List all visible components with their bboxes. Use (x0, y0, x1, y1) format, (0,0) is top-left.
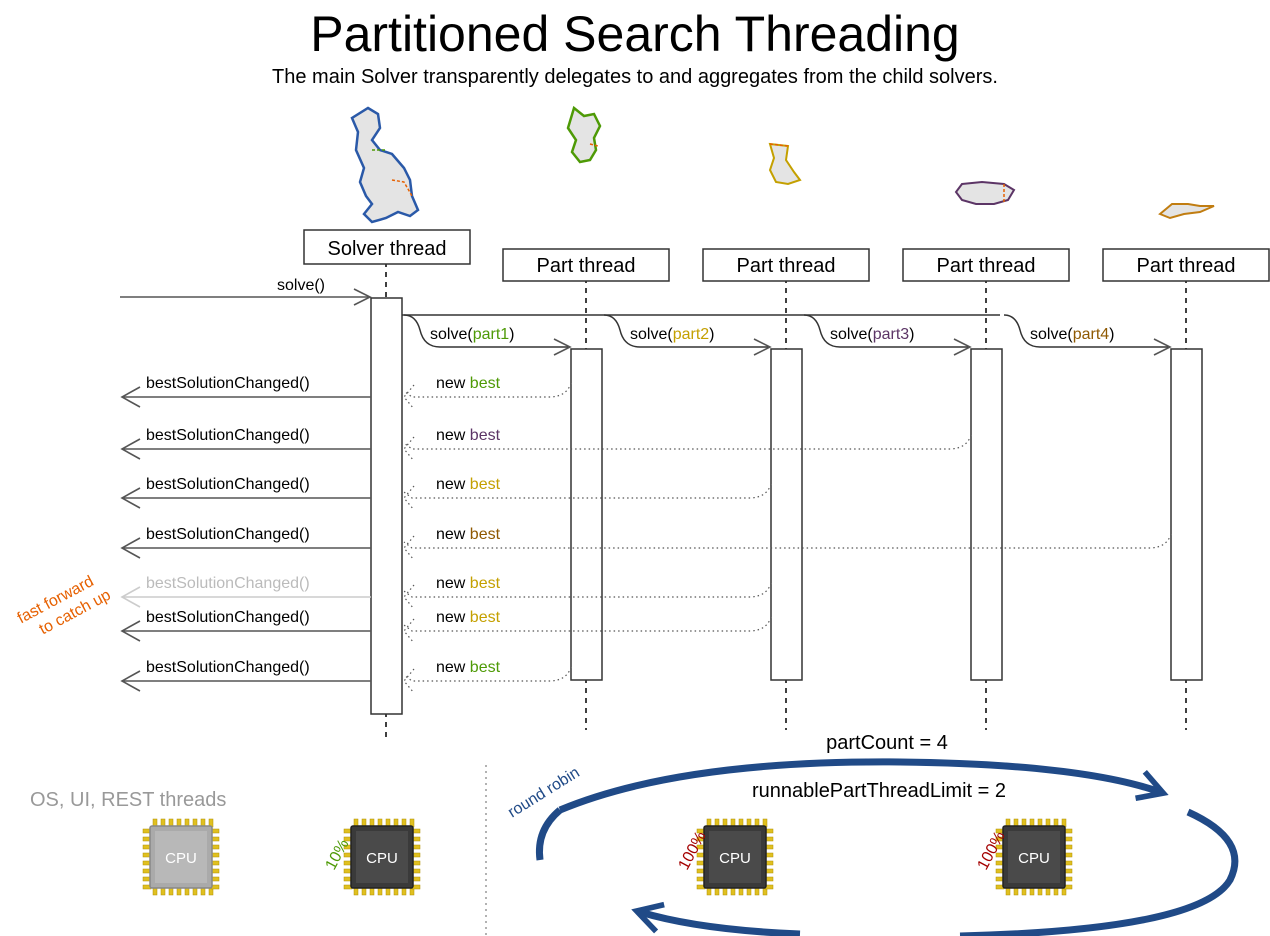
runnable-limit-label: runnablePartThreadLimit = 2 (752, 780, 1006, 802)
dispatch-arrow-part2 (603, 314, 772, 356)
callback-label: bestSolutionChanged() (146, 375, 310, 392)
result-arrowhead (403, 485, 415, 511)
part4-activation-bar (1170, 348, 1203, 681)
event-row: bestSolutionChanged() new best (120, 476, 772, 511)
part-thread-box-2: Part thread (702, 248, 870, 282)
dispatch-label-4: solve(part4) (1030, 326, 1114, 343)
round-robin-label: round robin (505, 764, 583, 821)
fast-forward-note: fast forward to catch up (15, 573, 114, 638)
uk-map-icon (350, 106, 420, 224)
event-row: bestSolutionChanged() new best (120, 375, 572, 410)
part-count-label: partCount = 4 (826, 732, 948, 754)
callback-label: bestSolutionChanged() (146, 609, 310, 626)
result-arrowhead (403, 584, 415, 610)
callback-arrowhead (120, 670, 141, 692)
new-best-label: new best (436, 526, 501, 543)
result-arrowhead (403, 384, 415, 410)
callback-arrowhead (120, 620, 141, 642)
cpu-icon: CPU (142, 818, 220, 896)
new-best-label: new best (436, 427, 501, 444)
south-coast-map-icon (1158, 203, 1215, 220)
part2-name: part2 (673, 326, 710, 343)
dispatch-arrows (402, 314, 1172, 356)
part3-name: part3 (873, 326, 910, 343)
diagram-subtitle: The main Solver transparently delegates … (272, 66, 998, 88)
result-arrowhead (403, 535, 415, 561)
dispatch-arrow-part4 (1003, 314, 1172, 356)
cpu-label: CPU (1018, 850, 1050, 867)
event-row: bestSolutionChanged() new best (120, 526, 1172, 561)
part1-name: part1 (473, 326, 510, 343)
solver-activation-bar (370, 297, 403, 715)
part-thread-box-3: Part thread (902, 248, 1070, 282)
callback-label: bestSolutionChanged() (146, 659, 310, 676)
diagram-title: Partitioned Search Threading (310, 6, 960, 62)
new-best-label: new best (436, 575, 501, 592)
os-threads-label: OS, UI, REST threads (30, 789, 226, 811)
cpu-label: CPU (719, 850, 751, 867)
callback-label: bestSolutionChanged() (146, 476, 310, 493)
part1-activation-bar (570, 348, 603, 681)
scotland-map-icon (566, 105, 602, 164)
part-thread-label-4: Part thread (1137, 255, 1236, 277)
south-england-map-icon (954, 180, 1016, 205)
new-best-label: new best (436, 375, 501, 392)
dispatch-label-3: solve(part3) (830, 326, 914, 343)
event-row: bestSolutionChanged() new best (120, 659, 572, 694)
callback-label: bestSolutionChanged() (146, 526, 310, 543)
part-thread-label-2: Part thread (737, 255, 836, 277)
solver-thread-box: Solver thread (303, 229, 471, 265)
solve-call-label: solve() (277, 277, 325, 294)
part2-activation-bar (770, 348, 803, 681)
event-row: bestSolutionChanged() new best (120, 575, 772, 610)
solver-thread-label: Solver thread (328, 238, 447, 260)
event-rows: bestSolutionChanged()new bestbestSolutio… (120, 375, 1172, 694)
callback-arrowhead (120, 537, 141, 559)
part-thread-box-1: Part thread (502, 248, 670, 282)
new-best-label: new best (436, 609, 501, 626)
dispatch-label-2: solve(part2) (630, 326, 714, 343)
dispatch-arrow-part1 (403, 314, 572, 356)
part-thread-label-1: Part thread (537, 255, 636, 277)
callback-arrowhead (120, 487, 141, 509)
callback-label: bestSolutionChanged() (146, 427, 310, 444)
part-thread-label-3: Part thread (937, 255, 1036, 277)
event-row: bestSolutionChanged() new best (120, 609, 772, 644)
callback-label: bestSolutionChanged() (146, 575, 310, 592)
new-best-label: new best (436, 476, 501, 493)
event-row: bestSolutionChanged() new best (120, 427, 972, 462)
callback-arrowhead (120, 586, 141, 608)
part4-name: part4 (1073, 326, 1110, 343)
part3-activation-bar (970, 348, 1003, 681)
cpu-label: CPU (366, 850, 398, 867)
round-robin-loop (535, 758, 1239, 936)
new-best-label: new best (436, 659, 501, 676)
callback-arrowhead (120, 438, 141, 460)
dispatch-label-1: solve(part1) (430, 326, 514, 343)
callback-arrowhead (120, 386, 141, 408)
result-arrowhead (403, 618, 415, 644)
wales-map-icon (768, 142, 802, 186)
part-thread-box-4: Part thread (1102, 248, 1270, 282)
result-arrowhead (403, 668, 415, 694)
result-arrowhead (403, 436, 415, 462)
dispatch-arrow-part3 (803, 314, 972, 356)
cpu-label: CPU (165, 850, 197, 867)
